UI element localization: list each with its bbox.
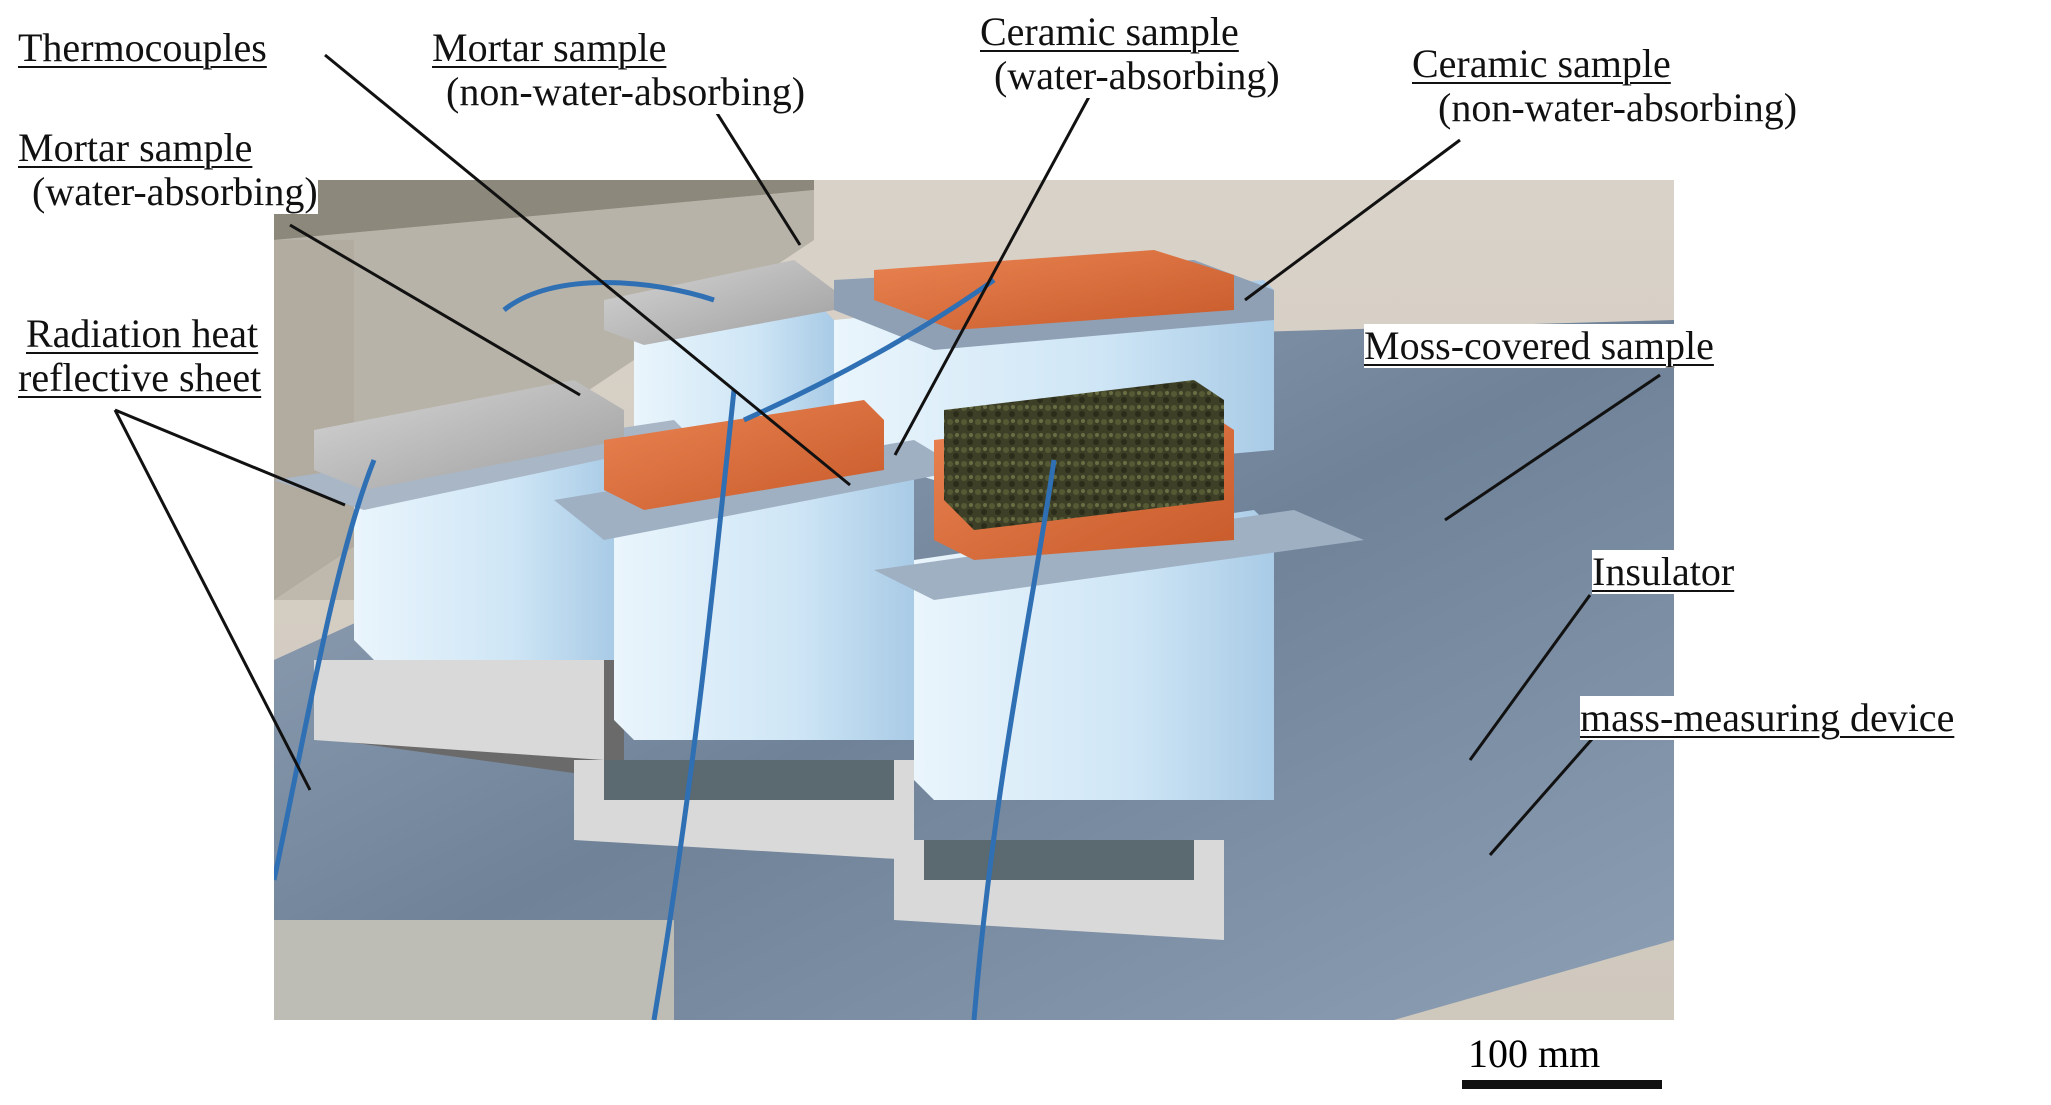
mortar-absorbing-sample — [274, 380, 694, 780]
label-mortar-non-absorbing: Mortar sample (non-water-absorbing) — [432, 25, 806, 114]
label-insulator: Insulator — [1592, 549, 1735, 594]
scale-bar-label: 100 mm — [1468, 1031, 1601, 1076]
moss-covered-sample — [874, 380, 1364, 940]
experiment-photo — [274, 180, 1674, 1020]
label-thermocouples: Thermocouples — [18, 25, 267, 70]
ceramic-absorbing-sample — [554, 400, 964, 860]
label-mortar-absorbing: Mortar sample (water-absorbing) — [18, 125, 318, 214]
label-mass-device: mass-measuring device — [1580, 695, 1955, 740]
scale-bar — [1462, 1080, 1662, 1089]
label-radiation-sheet: Radiation heat reflective sheet — [18, 311, 262, 400]
label-ceramic-non-absorbing: Ceramic sample (non-water-absorbing) — [1412, 41, 1798, 130]
thermocouple-wires — [274, 277, 1057, 1020]
label-ceramic-absorbing: Ceramic sample (water-absorbing) — [980, 9, 1280, 98]
label-moss: Moss-covered sample — [1364, 323, 1714, 368]
